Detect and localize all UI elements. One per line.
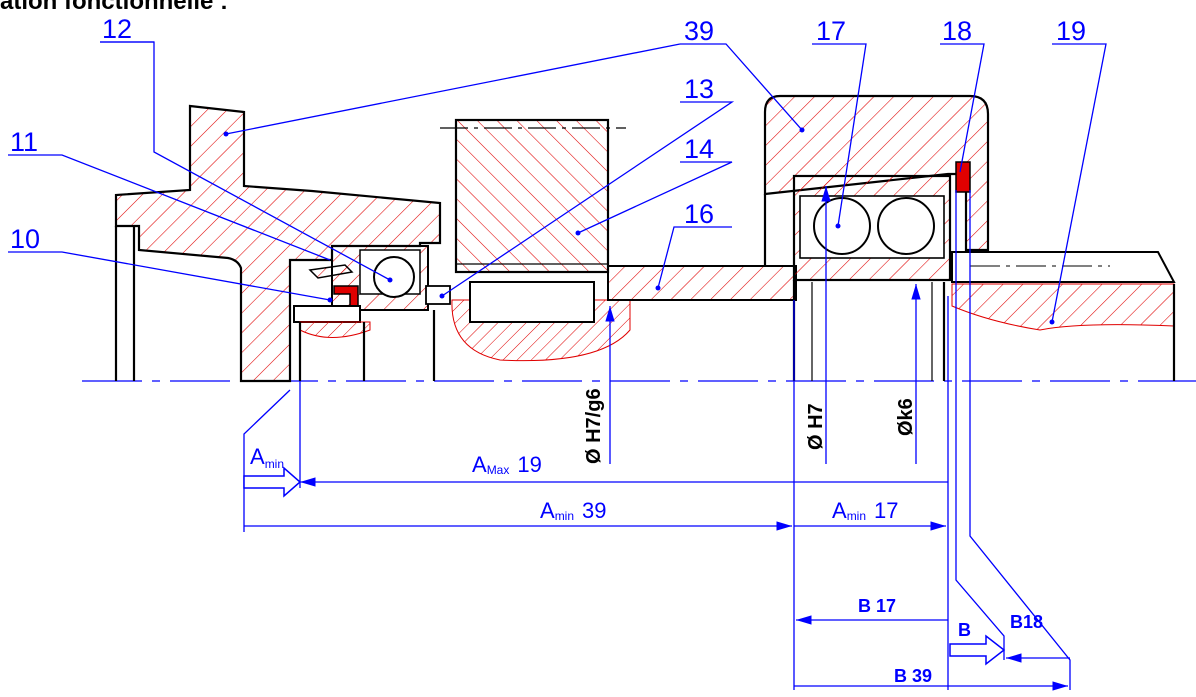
dim-b-label: B — [958, 620, 971, 640]
casing-39 — [763, 94, 990, 266]
part-label-14: 14 — [684, 134, 714, 164]
part-label-13: 13 — [684, 74, 714, 104]
leader-39b — [225, 43, 681, 135]
housing-12 — [114, 104, 442, 383]
shaft-center — [425, 281, 631, 362]
leader-13 — [441, 101, 735, 297]
part-label-19: 19 — [1056, 16, 1086, 46]
dimension-lines — [244, 477, 1070, 691]
leader-10 — [8, 251, 331, 301]
dim-b18-label: B18 — [1010, 612, 1043, 632]
vector-amin-arrow — [243, 466, 302, 498]
leader-dots — [223, 127, 1055, 325]
dim-b17-label: B 17 — [858, 596, 896, 616]
leader-11 — [8, 154, 331, 261]
fit-h7g6-label: Ø H7/g6 — [583, 388, 605, 464]
leader-39 — [680, 43, 803, 131]
shaft-left — [293, 305, 436, 381]
spacer-16 — [607, 265, 797, 301]
vector-b-arrow — [949, 634, 1006, 666]
part-label-12: 12 — [102, 14, 132, 44]
dim-b39-label: B 39 — [894, 666, 932, 686]
fit-h7: Ø H7 — [805, 186, 831, 464]
part-label-11: 11 — [10, 127, 38, 157]
fit-k6-label: Øk6 — [895, 398, 917, 436]
page-heading: ation fonctionnelle : — [0, 0, 228, 15]
circlip-18 — [955, 161, 971, 193]
fit-k6: Øk6 — [895, 284, 921, 464]
part-label-18: 18 — [942, 16, 972, 46]
leader-18 — [940, 43, 985, 173]
part-label-17: 17 — [816, 16, 846, 46]
dim-amin-label: Amin — [250, 444, 284, 471]
part-label-10: 10 — [10, 224, 40, 254]
leader-17 — [812, 43, 867, 227]
gear-14 — [440, 118, 626, 274]
fit-h7-label: Ø H7 — [805, 403, 827, 450]
fit-h7g6: Ø H7/g6 — [583, 306, 615, 464]
part-19 — [942, 251, 1176, 381]
leader-19 — [1051, 43, 1107, 323]
bearing-11 — [331, 245, 429, 311]
leader-14 — [577, 161, 733, 234]
part-label-39: 39 — [684, 16, 714, 46]
leader-16 — [657, 226, 732, 289]
extension-lines — [243, 190, 1071, 690]
part-label-16: 16 — [684, 199, 714, 229]
bearing-17 — [792, 174, 952, 381]
